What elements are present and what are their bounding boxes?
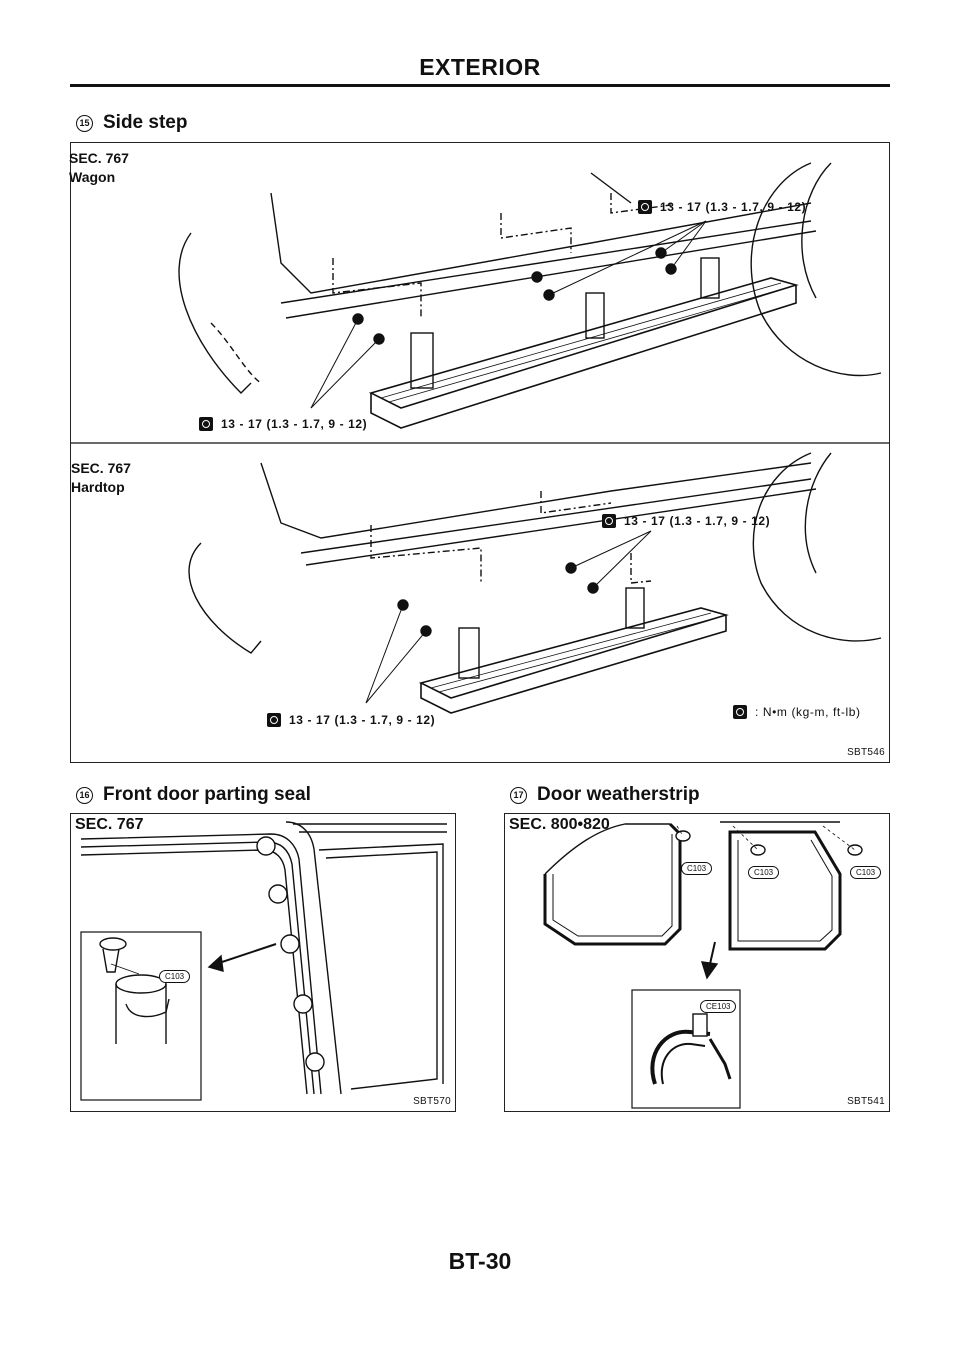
section-title-side-step: 15 Side step	[76, 112, 187, 134]
wagon-torque-lower: 13 - 17 (1.3 - 1.7, 9 - 12)	[199, 417, 367, 431]
section-number-badge: 16	[76, 786, 93, 804]
side-step-illustration	[71, 162, 889, 714]
torque-wrench-icon	[267, 713, 281, 727]
torque-unit-legend: : N•m (kg-m, ft-lb)	[733, 705, 861, 719]
torque-wrench-icon	[638, 200, 652, 214]
figure-code: SBT541	[847, 1096, 885, 1107]
section-title-door-weatherstrip: 17 Door weatherstrip	[510, 784, 700, 806]
hardtop-torque-upper: 13 - 17 (1.3 - 1.7, 9 - 12)	[602, 514, 770, 528]
torque-legend-text: : N•m (kg-m, ft-lb)	[755, 705, 861, 719]
torque-value-text: 13 - 17 (1.3 - 1.7, 9 - 12)	[221, 417, 368, 431]
front-door-sec-label: SEC. 767	[75, 816, 144, 833]
figure-code: SBT546	[847, 747, 885, 758]
sealant-badge: C103	[850, 866, 882, 879]
hardtop-variant-label: Hardtop	[71, 479, 125, 495]
front-door-seal-illustration	[80, 821, 447, 1101]
wagon-label-block: SEC. 767 Wagon	[69, 149, 129, 187]
sealant-badge: C103	[748, 866, 780, 879]
hardtop-sec-label: SEC. 767	[71, 460, 131, 476]
torque-value-text: 13 - 17 (1.3 - 1.7, 9 - 12)	[289, 713, 436, 727]
header-rule	[70, 84, 890, 87]
torque-value-text: 13 - 17 (1.3 - 1.7, 9 - 12)	[624, 514, 771, 528]
torque-value-text: 13 - 17 (1.3 - 1.7, 9 - 12)	[660, 200, 807, 214]
side-step-figure: SEC. 767 Wagon 13 - 17 (1.3 - 1.7, 9 - 1…	[69, 142, 890, 763]
section-title-text: Front door parting seal	[103, 784, 311, 805]
torque-wrench-icon	[199, 417, 213, 431]
torque-wrench-icon	[602, 514, 616, 528]
torque-wrench-icon	[733, 705, 747, 719]
wagon-sec-label: SEC. 767	[69, 150, 129, 166]
section-title-front-door-seal: 16 Front door parting seal	[76, 784, 311, 806]
hardtop-torque-lower: 13 - 17 (1.3 - 1.7, 9 - 12)	[267, 713, 435, 727]
page-footer: BT-30	[448, 1248, 512, 1274]
sealant-badge: CE103	[700, 1000, 737, 1013]
front-door-seal-figure: SEC. 767 C103 SBT570	[70, 813, 456, 1112]
figure-code: SBT570	[413, 1096, 451, 1107]
section-number-badge: 17	[510, 786, 527, 804]
door-weatherstrip-illustration	[543, 821, 863, 1109]
page-header: EXTERIOR	[419, 54, 541, 80]
sealant-badge: C103	[159, 970, 191, 983]
wagon-torque-upper: 13 - 17 (1.3 - 1.7, 9 - 12)	[638, 200, 806, 214]
section-title-text: Door weatherstrip	[537, 784, 700, 805]
sealant-badge: C103	[681, 862, 713, 875]
wagon-variant-label: Wagon	[69, 169, 116, 185]
hardtop-label-block: SEC. 767 Hardtop	[71, 459, 131, 497]
section-number-badge: 15	[76, 114, 93, 132]
door-weatherstrip-figure: SEC. 800•820 C103 C103 C103 CE103 SBT541	[504, 813, 890, 1112]
section-title-text: Side step	[103, 112, 188, 133]
weatherstrip-sec-label: SEC. 800•820	[509, 816, 610, 833]
